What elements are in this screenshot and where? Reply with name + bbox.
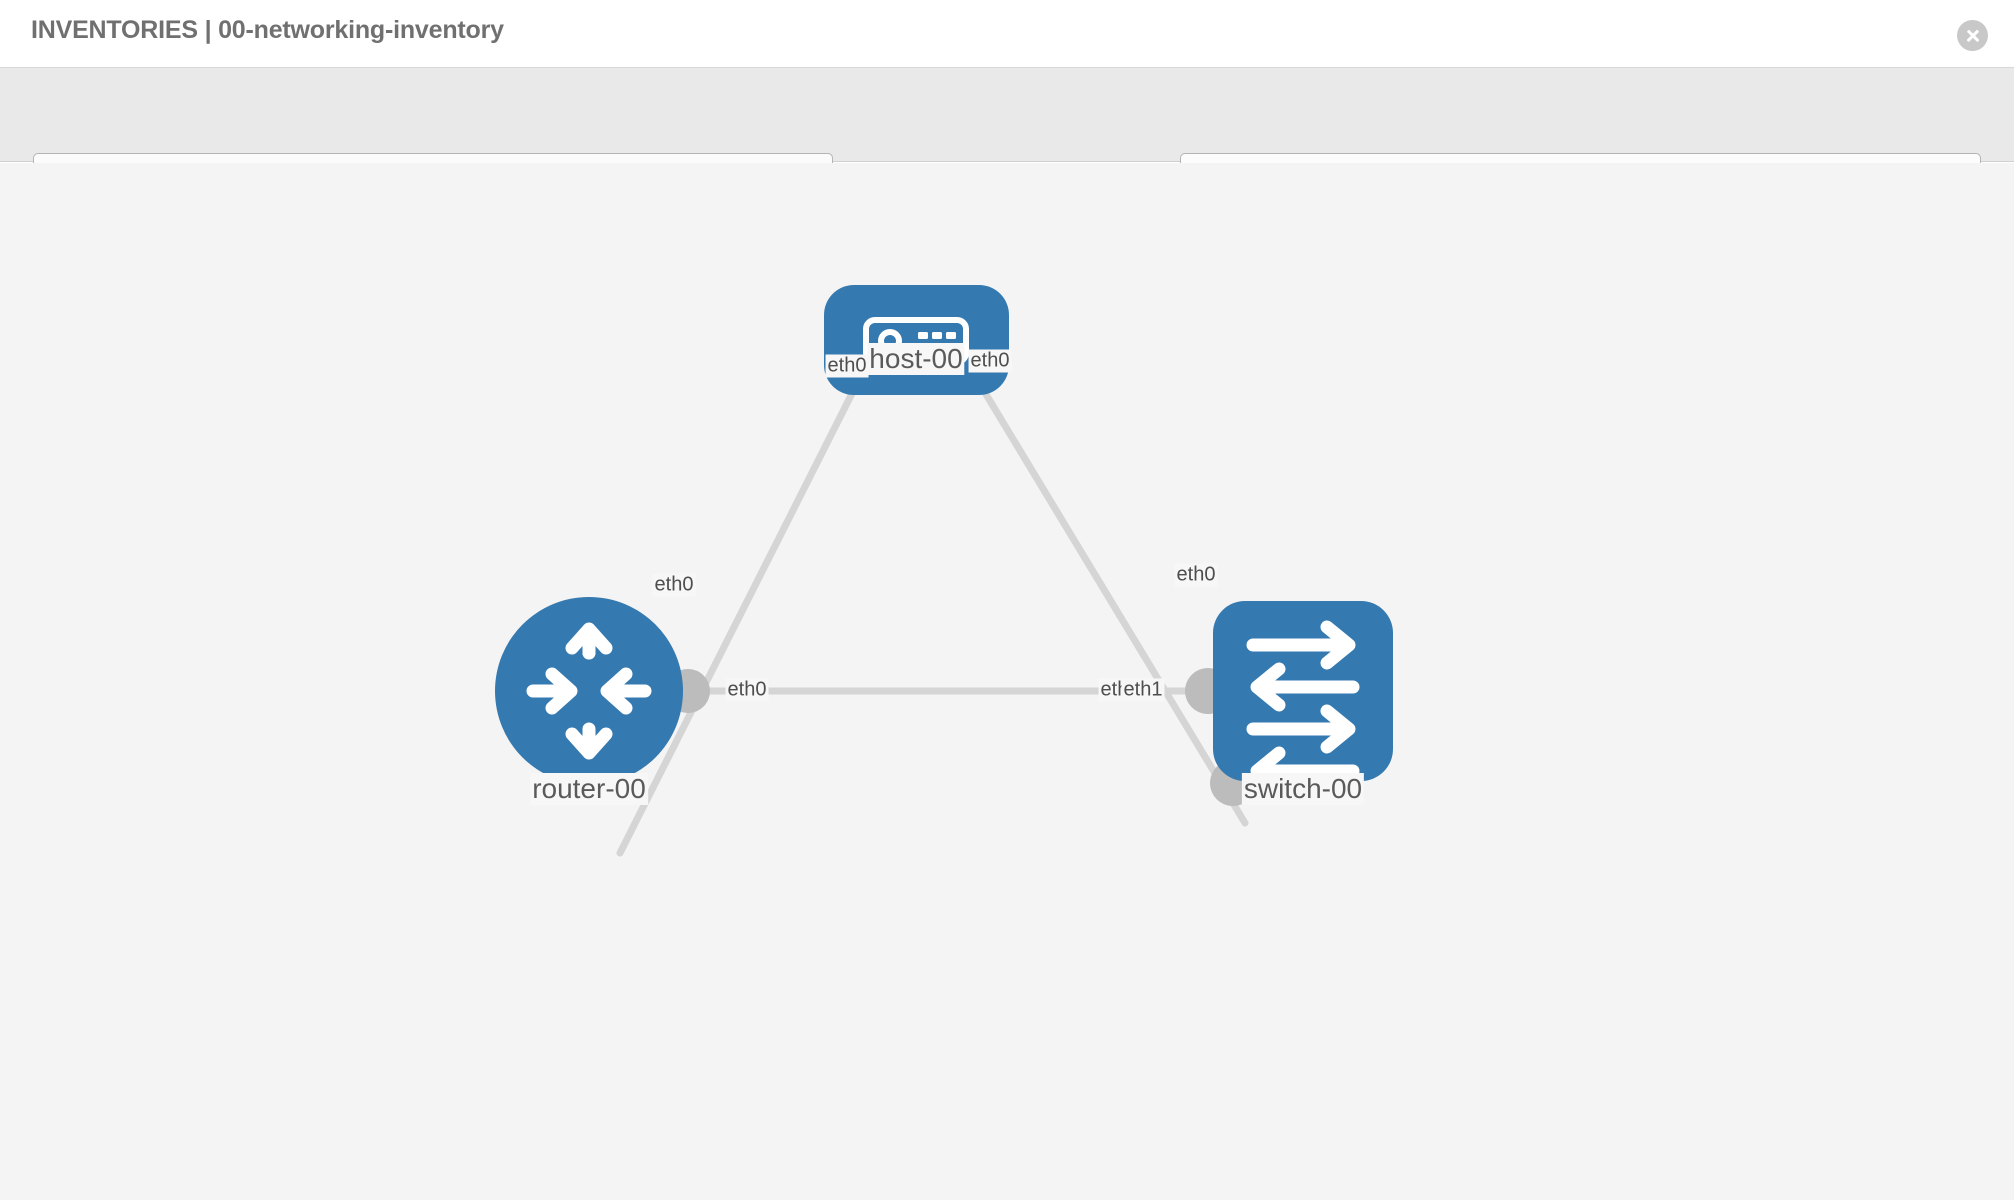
page-header: INVENTORIES | 00-networking-inventory xyxy=(0,0,2014,68)
node-switch-00 xyxy=(1213,601,1393,796)
close-icon[interactable] xyxy=(1957,20,1988,51)
topology-graph xyxy=(495,285,1393,857)
link-host-router xyxy=(616,334,884,857)
interface-label-router-eth0: eth0 xyxy=(725,678,769,702)
topology-canvas[interactable]: host-00 router-00 switch-00 eth0 eth0 et… xyxy=(0,163,2014,1200)
link-layer xyxy=(616,334,1249,857)
interface-label-host-eth0-left: eth0 xyxy=(825,354,869,378)
node-label-host: host-00 xyxy=(867,343,965,375)
router-arrows-icon xyxy=(526,622,652,760)
switch-arrows-icon xyxy=(1246,620,1360,796)
toolbar: ACTIONS SEARCH xyxy=(0,68,2014,205)
interface-label-switch-eth0-uplink: eth0 xyxy=(1174,563,1218,587)
node-label-router: router-00 xyxy=(530,773,648,805)
interface-label-router-eth0-uplink: eth0 xyxy=(652,573,696,597)
interface-label-switch-eth1: eth1 xyxy=(1121,678,1165,702)
node-label-switch: switch-00 xyxy=(1241,773,1365,805)
node-host-00 xyxy=(824,285,1009,395)
interface-label-host-eth0-right: eth0 xyxy=(968,349,1012,373)
node-router-00 xyxy=(495,597,683,785)
link-host-switch xyxy=(948,334,1249,827)
page-title: INVENTORIES | 00-networking-inventory xyxy=(31,16,504,44)
